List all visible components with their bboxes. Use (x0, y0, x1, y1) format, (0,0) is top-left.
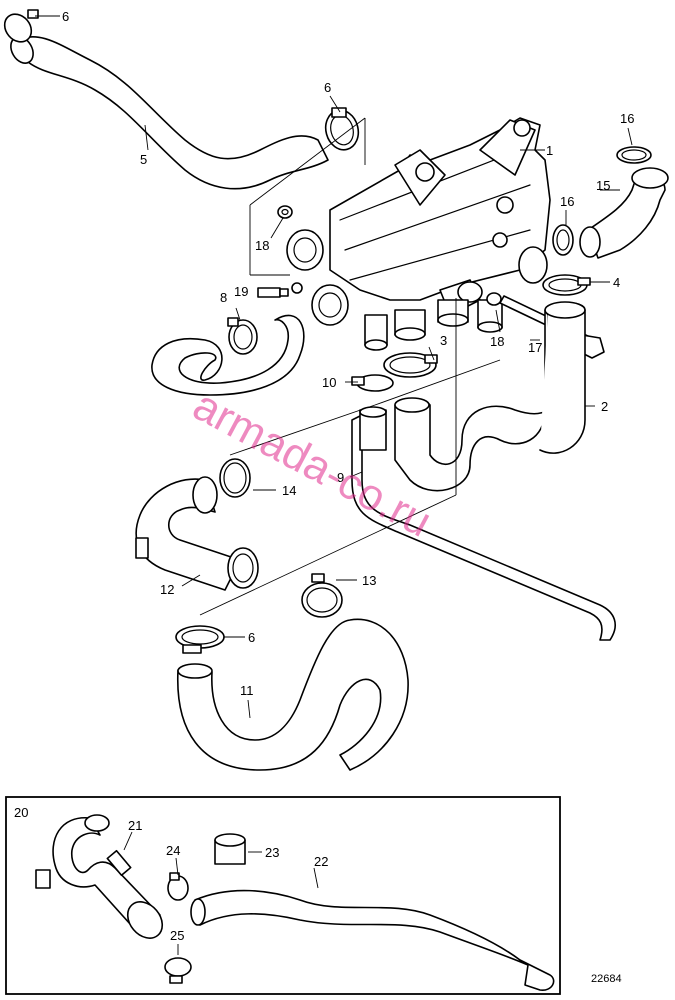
callout-12: 12 (160, 582, 174, 597)
callout-25: 25 (170, 928, 184, 943)
plug-18-left (277, 205, 293, 219)
callout-5: 5 (140, 152, 147, 167)
hose-22 (190, 889, 555, 991)
clamp-10 (351, 374, 394, 392)
hose-15 (579, 167, 669, 259)
callout-17: 17 (528, 340, 542, 355)
callout-15: 15 (596, 178, 610, 193)
clamp-16-left (552, 224, 574, 256)
elbow-21 (35, 814, 164, 939)
callout-18-right: 18 (490, 334, 504, 349)
callout-3: 3 (440, 333, 447, 348)
callout-13: 13 (362, 573, 376, 588)
hose-11 (177, 618, 409, 771)
clamp-8 (227, 317, 258, 355)
pipe-9 (351, 406, 616, 641)
inset-panel: 20 21 23 22 24 25 (5, 796, 561, 995)
clamp-24 (167, 872, 189, 901)
callout-2: 2 (601, 399, 608, 414)
callout-6-top-left: 6 (62, 9, 69, 24)
clamp-4 (542, 274, 591, 296)
o-ring-14 (219, 458, 251, 498)
callout-1: 1 (546, 143, 553, 158)
callout-18-left: 18 (255, 238, 269, 253)
callout-21: 21 (128, 818, 142, 833)
callout-20: 20 (14, 805, 28, 820)
clamp-16-right (616, 146, 652, 164)
clamp-3 (383, 352, 438, 378)
hose-5 (10, 36, 329, 190)
callout-23: 23 (265, 845, 279, 860)
clamp-6-lower (175, 625, 225, 654)
callout-4: 4 (613, 275, 620, 290)
plug-18-right (486, 292, 502, 306)
callout-9: 9 (337, 470, 344, 485)
clamp-13 (301, 573, 343, 618)
callout-16-right: 16 (620, 111, 634, 126)
callout-19: 19 (234, 284, 248, 299)
clamp-6-top-left (3, 9, 39, 43)
callout-11: 11 (240, 683, 254, 698)
reference-number: 22684 (591, 973, 622, 985)
callout-24: 24 (166, 843, 180, 858)
clamp-25 (164, 957, 192, 984)
callouts: 6 5 6 1 16 15 16 4 18 19 8 3 18 17 10 2 … (62, 9, 634, 698)
callout-10: 10 (322, 375, 336, 390)
callout-22: 22 (314, 854, 328, 869)
inset-leaders (123, 831, 319, 955)
callout-8: 8 (220, 290, 227, 305)
hose-8 (151, 314, 305, 396)
elbow-12 (135, 476, 259, 591)
callout-6-lower: 6 (248, 630, 255, 645)
leader-lines (35, 15, 633, 719)
drain-valve-19 (257, 282, 303, 298)
bushing-23 (214, 833, 246, 865)
hose-2 (394, 301, 586, 492)
callout-6-upper: 6 (324, 80, 331, 95)
heat-exchanger-1 (286, 117, 551, 351)
callout-16-left: 16 (560, 194, 574, 209)
callout-14: 14 (282, 483, 296, 498)
